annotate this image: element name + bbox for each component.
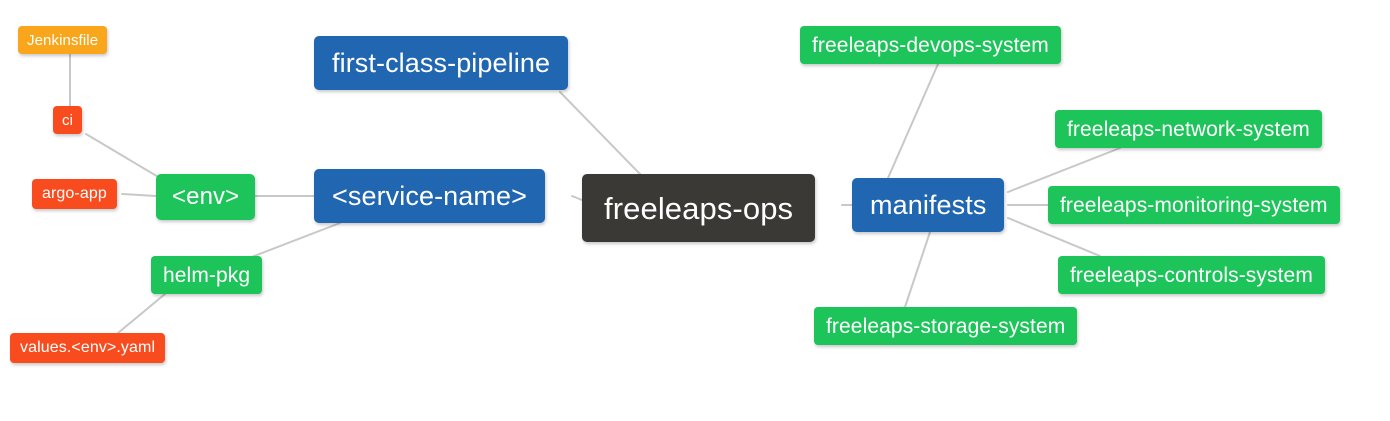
node-helm-pkg[interactable]: helm-pkg	[151, 256, 263, 294]
edge-argo-app-to-env	[121, 193, 157, 197]
node-controls-system[interactable]: freeleaps-controls-system	[1058, 256, 1325, 294]
node-label-network-system: freeleaps-network-system	[1067, 117, 1310, 141]
node-devops-system[interactable]: freeleaps-devops-system	[800, 26, 1061, 64]
edge-manifests-to-devops-system	[887, 63, 939, 179]
node-label-helm-pkg: helm-pkg	[163, 263, 251, 287]
edge-values-yaml-to-helm-pkg	[117, 293, 166, 334]
edge-manifests-to-storage	[904, 231, 931, 308]
node-label-manifests: manifests	[870, 189, 987, 220]
node-label-devops-system: freeleaps-devops-system	[812, 33, 1049, 57]
node-label-controls-system: freeleaps-controls-system	[1070, 263, 1313, 287]
edge-helm-pkg-to-service-name	[248, 222, 341, 259]
edge-first-class-to-freeleaps-ops	[559, 91, 641, 175]
node-network-system[interactable]: freeleaps-network-system	[1055, 110, 1322, 148]
node-ci[interactable]: ci	[53, 106, 83, 134]
node-label-freeleaps-ops: freeleaps-ops	[604, 190, 794, 226]
node-jenkinsfile[interactable]: Jenkinsfile	[18, 26, 108, 54]
node-storage-system[interactable]: freeleaps-storage-system	[814, 307, 1078, 345]
node-label-first-class: first-class-pipeline	[332, 47, 551, 78]
node-service-name[interactable]: <service-name>	[314, 169, 545, 223]
node-env[interactable]: <env>	[156, 174, 256, 220]
node-label-service-name: <service-name>	[332, 180, 527, 211]
edge-ci-to-env	[85, 133, 161, 179]
node-first-class[interactable]: first-class-pipeline	[314, 36, 569, 90]
edge-service-name-to-freeleaps-ops	[571, 195, 583, 201]
node-label-values-yaml: values.<env>.yaml	[20, 339, 156, 356]
node-monitoring-system[interactable]: freeleaps-monitoring-system	[1048, 186, 1340, 224]
node-values-yaml[interactable]: values.<env>.yaml	[10, 333, 166, 363]
node-label-jenkinsfile: Jenkinsfile	[27, 31, 99, 49]
node-label-storage-system: freeleaps-storage-system	[826, 314, 1066, 338]
node-label-argo-app: argo-app	[42, 185, 107, 202]
node-argo-app[interactable]: argo-app	[32, 179, 117, 209]
node-label-ci: ci	[62, 111, 74, 129]
node-manifests[interactable]: manifests	[852, 178, 1005, 232]
node-freeleaps-ops[interactable]: freeleaps-ops	[582, 174, 816, 242]
node-label-monitoring-system: freeleaps-monitoring-system	[1060, 193, 1328, 217]
node-label-env: <env>	[172, 183, 240, 210]
